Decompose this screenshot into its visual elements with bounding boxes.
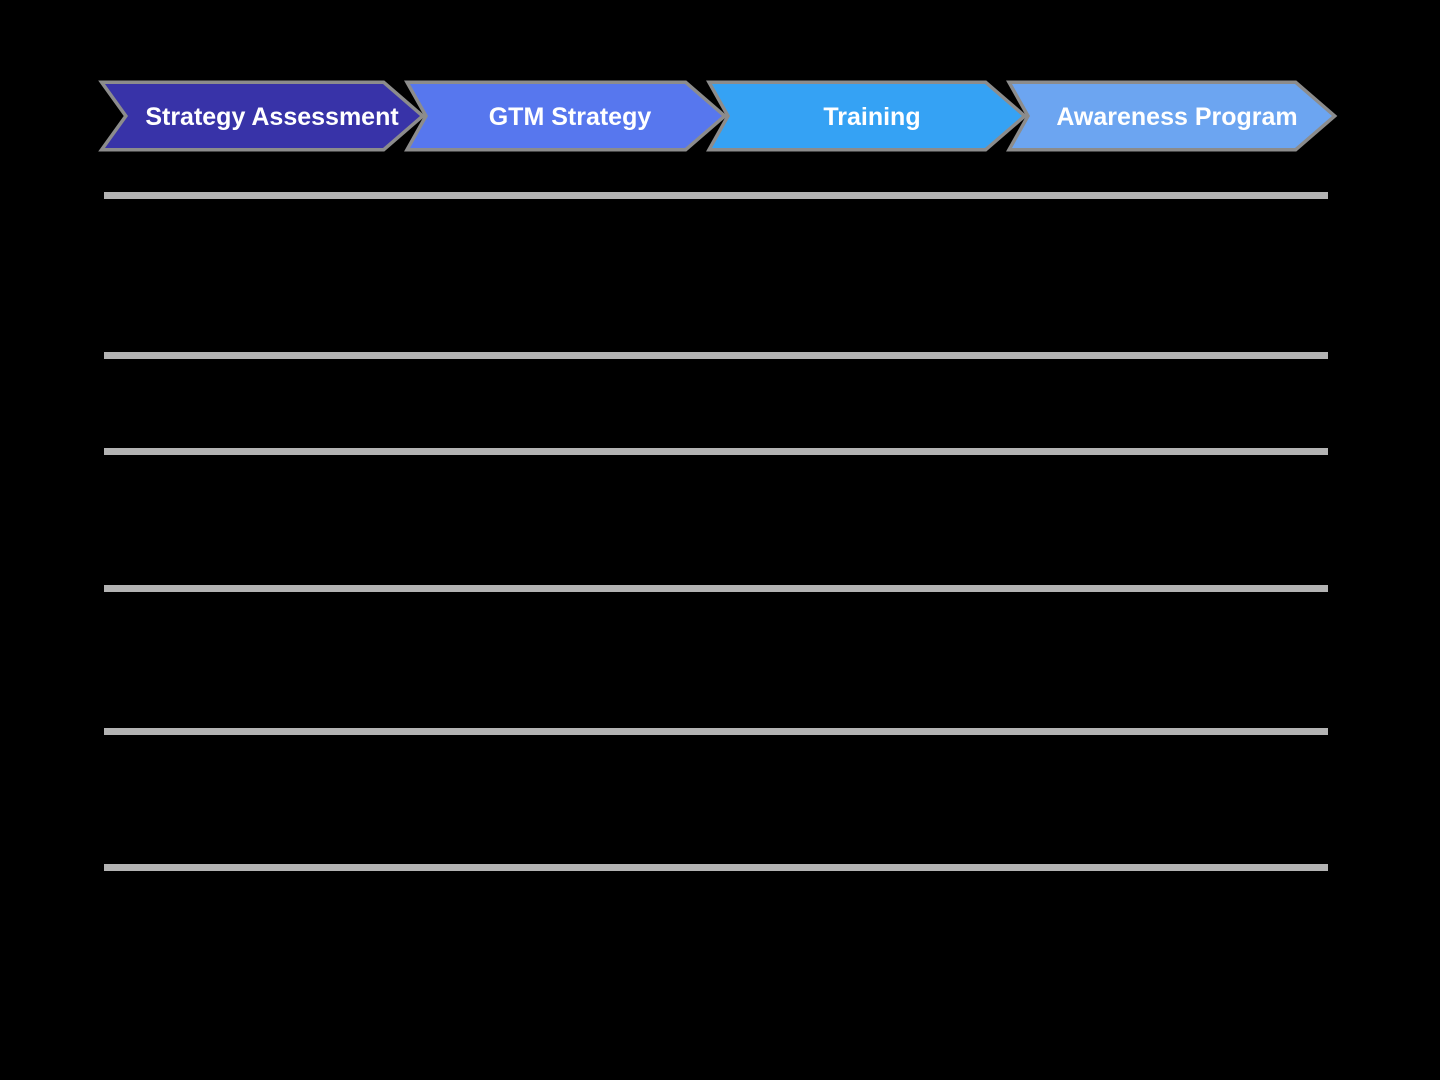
row-divider [104,192,1328,199]
row-divider [104,585,1328,592]
stage-arrow-shape [98,80,426,152]
row-divider [104,352,1328,359]
stage-arrow-shape [706,80,1028,152]
row-divider [104,448,1328,455]
process-stage-gtm-strategy: GTM Strategy [404,80,728,152]
stage-label: Strategy Assessment [145,103,399,131]
row-divider [104,728,1328,735]
stage-arrow-shape [404,80,728,152]
process-stage-strategy-assessment: Strategy Assessment [98,80,426,152]
process-stage-awareness-program: Awareness Program [1006,80,1338,152]
row-divider [104,864,1328,871]
process-stage-training: Training [706,80,1028,152]
stage-label: Training [823,103,920,131]
stage-arrow-shape [1006,80,1338,152]
stage-label: GTM Strategy [489,103,652,131]
process-chevron-bar: Awareness Program Training GTM Strategy … [98,80,1338,152]
stage-label: Awareness Program [1056,103,1297,131]
